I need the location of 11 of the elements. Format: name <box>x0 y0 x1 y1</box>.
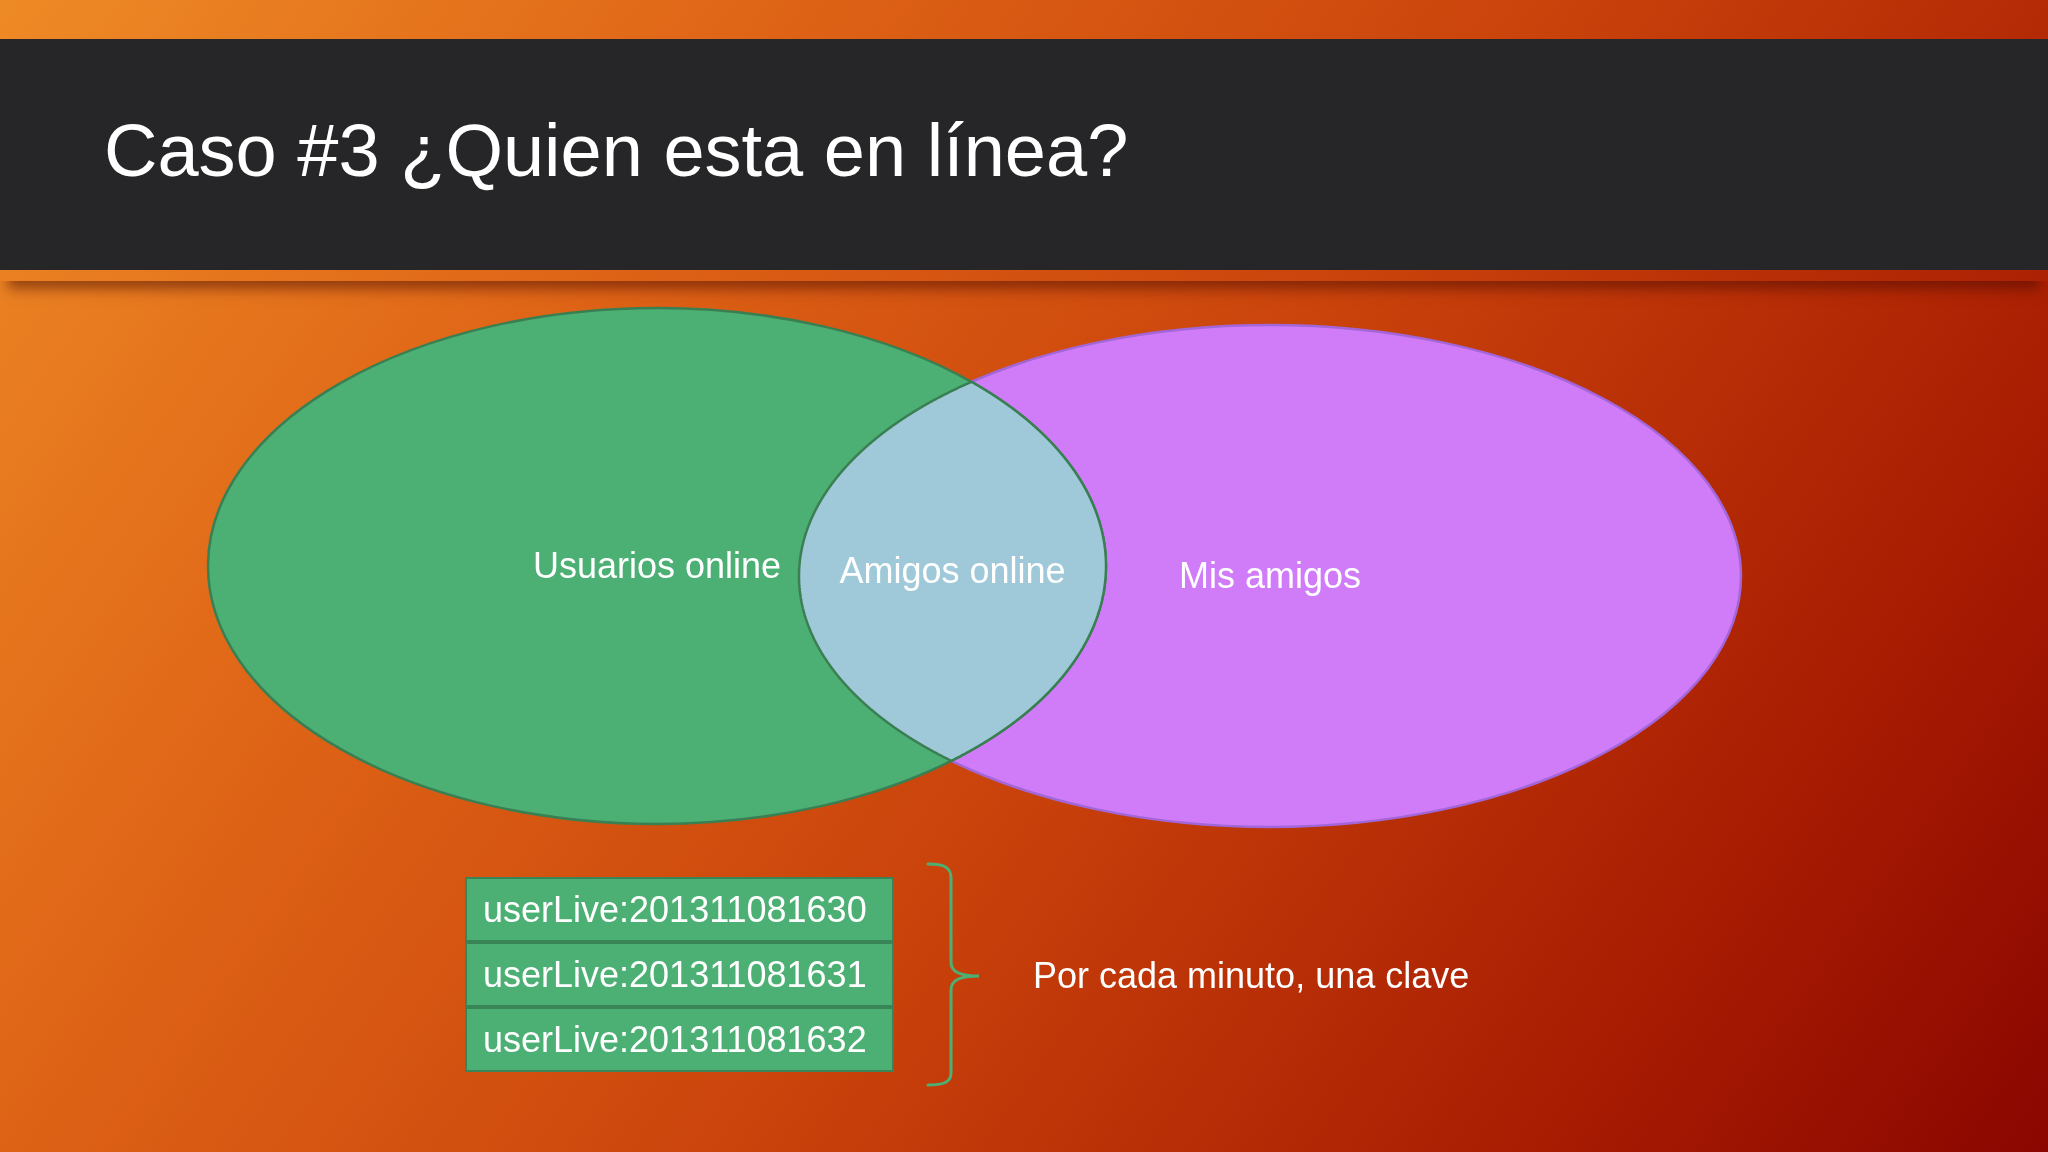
key-box <box>465 1007 894 1072</box>
key-label: userLive:201311081632 <box>483 1018 867 1061</box>
intersection-label: Amigos online <box>839 550 1066 592</box>
key-label: userLive:201311081630 <box>483 888 867 931</box>
bracket-note: Por cada minuto, una clave <box>1033 954 1470 998</box>
key-box <box>465 942 894 1007</box>
set-label: Mis amigos <box>1178 555 1361 597</box>
slide-title: Caso #3 ¿Quien esta en línea? <box>104 108 1129 194</box>
key-label: userLive:201311081631 <box>483 953 867 996</box>
set-label: Usuarios online <box>532 545 782 587</box>
key-box <box>465 877 894 942</box>
